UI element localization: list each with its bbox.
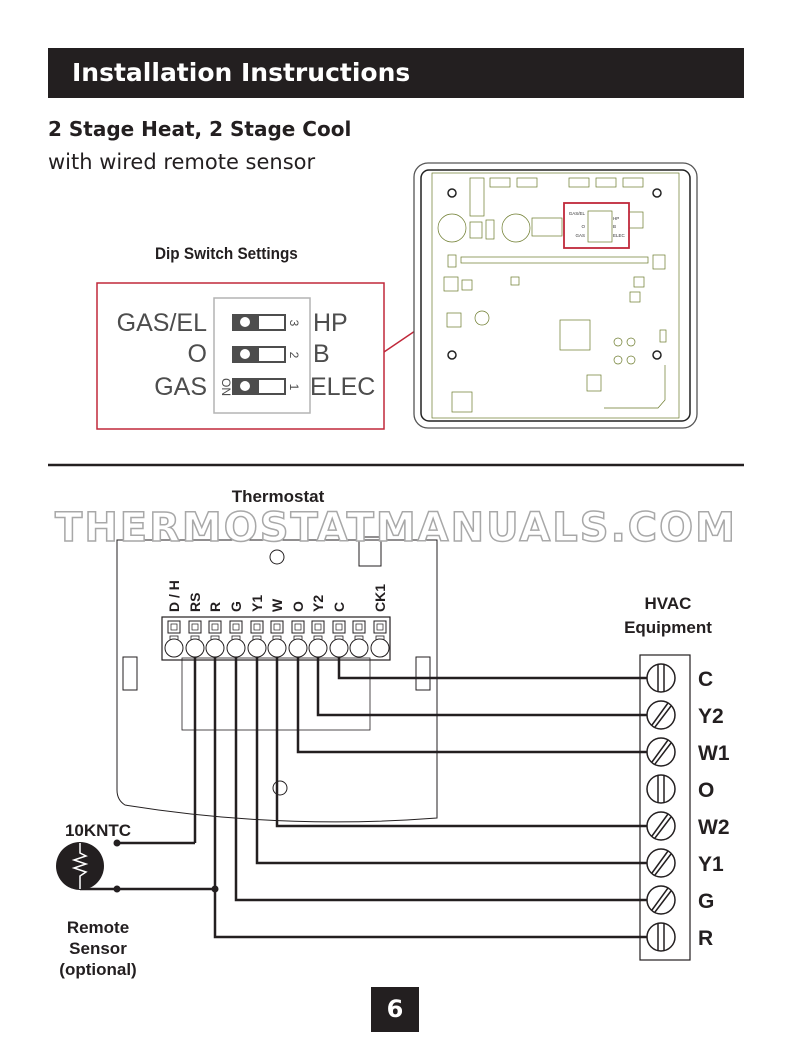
hvac-terminal-label: W1 [698, 742, 730, 765]
sensor-label: 10KNTC [65, 821, 131, 840]
hvac-terminal-label: R [698, 927, 713, 950]
wire [275, 657, 647, 828]
thermostat-terminal [308, 620, 328, 658]
remote-label-2: Sensor [69, 939, 127, 958]
thermostat-terminal [164, 620, 184, 658]
thermostat-terminal-label: RS [187, 593, 203, 612]
hvac-terminal: W1 [646, 737, 730, 767]
thermostat-terminal-label: D / H [166, 580, 182, 612]
dip-on-label: ON [219, 378, 233, 396]
remote-label-3: (optional) [59, 960, 136, 979]
board-label-gas: GAS [575, 233, 585, 238]
dip-number-2: 2 [287, 352, 301, 359]
hvac-terminal-label: G [698, 890, 714, 913]
hvac-terminal-label: O [698, 779, 714, 802]
wire [255, 657, 647, 865]
hvac-terminal-label: Y1 [698, 853, 724, 876]
remote-label-1: Remote [67, 918, 129, 937]
dip-number-1: 1 [287, 384, 301, 391]
thermostat-terminal-label: C [331, 602, 347, 612]
thermostat-terminal [329, 620, 349, 658]
hvac-terminal: G [646, 885, 714, 915]
watermark: THERMOSTATMANUALS.COM [54, 505, 737, 551]
thermostat-body [116, 536, 438, 823]
wire [296, 657, 647, 754]
dip-label-hp: HP [313, 309, 348, 337]
hvac-terminal-label: W2 [698, 816, 730, 839]
dip-switch-2 [232, 346, 286, 363]
dip-switch-title: Dip Switch Settings [155, 244, 298, 263]
dip-switch-3 [232, 314, 286, 331]
hvac-terminal-label: C [698, 668, 713, 691]
hvac-terminal: C [646, 663, 713, 693]
wire [337, 657, 647, 680]
hvac-terminal-label: Y2 [698, 705, 724, 728]
thermostat-terminal [267, 620, 287, 658]
thermostat-terminal-label: Y1 [249, 595, 265, 612]
dip-label-gas: GAS [154, 373, 207, 401]
thermostat-terminal-label: R [207, 602, 223, 612]
thermostat-terminal [226, 620, 246, 658]
dip-label-elec: ELEC [310, 373, 375, 401]
thermostat-terminal [185, 620, 205, 658]
dip-label-gasel: GAS/EL [117, 309, 207, 337]
section-subtitle: with wired remote sensor [48, 150, 316, 174]
thermostat-terminal-label: Y2 [310, 595, 326, 612]
hvac-label-1: HVAC [645, 594, 692, 613]
board-label-hp: HP [613, 216, 619, 221]
wire [213, 657, 647, 939]
thermostat-label: Thermostat [232, 487, 325, 506]
hvac-label-2: Equipment [624, 618, 712, 637]
dip-label-o: O [188, 340, 207, 368]
dip-number-3: 3 [287, 320, 301, 327]
wire [234, 657, 647, 902]
page-title: Installation Instructions [72, 58, 411, 87]
remote-sensor-thermistor [56, 839, 219, 893]
section-title: 2 Stage Heat, 2 Stage Cool [48, 117, 352, 141]
board-label-b: B [613, 224, 616, 229]
board-label-o: O [581, 224, 585, 229]
board-label-elec: ELEC [613, 233, 626, 238]
dip-label-b: B [313, 340, 330, 368]
hvac-terminal: Y1 [646, 848, 724, 878]
thermostat-terminal-strip [164, 620, 390, 658]
hvac-terminal: W2 [646, 811, 730, 841]
thermostat-terminal [288, 620, 308, 658]
thermostat-terminal [205, 620, 225, 658]
hvac-terminal: O [646, 774, 714, 804]
thermostat-terminal-label: O [290, 601, 306, 612]
thermostat-terminal [370, 620, 390, 658]
dip-switch-1 [232, 378, 286, 395]
thermostat-terminal-label: G [228, 601, 244, 612]
thermostat-terminal [349, 620, 369, 658]
board-label-gasel: GAS/EL [569, 211, 586, 216]
wire [316, 657, 647, 717]
circuit-board-image: GAS/EL O GAS HP B ELEC [413, 162, 698, 429]
header-bar [48, 48, 744, 98]
hvac-terminal-block [639, 654, 691, 961]
thermostat-terminal-label: CK1 [372, 584, 388, 612]
resistor-icon [71, 843, 89, 889]
dip-switch-panel: GAS/EL O GAS HP B ELEC 3 2 1 ON [96, 282, 385, 430]
thermostat-terminal [247, 620, 267, 658]
thermostat-terminal-label: W [269, 598, 285, 612]
page-number: 6 [371, 987, 419, 1032]
